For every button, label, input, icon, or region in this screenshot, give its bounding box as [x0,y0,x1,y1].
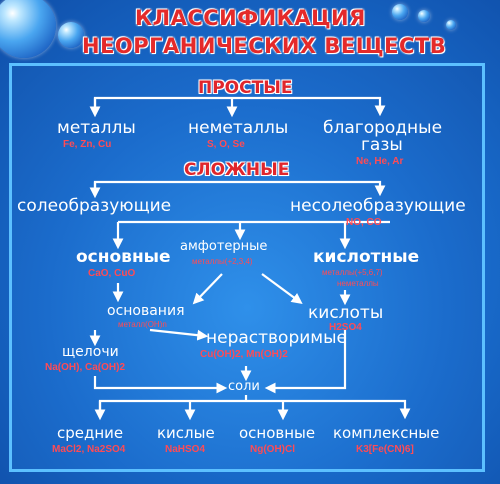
non-salt-forming-examples: NO, CO [346,217,382,228]
bubble-decoration-large [0,0,56,58]
salt-forming-label: солеобразующие [17,196,172,216]
acid-salts-label: кислые [157,424,215,442]
bubble-decoration [418,10,430,22]
nonmetals-label: неметаллы [188,118,289,138]
bases-note: металл(OH)n [118,320,167,329]
bases-label: основания [107,303,185,319]
acid-salts-examples: NaHSO4 [165,444,206,455]
title-line-2: НЕОРГАНИЧЕСКИХ ВЕЩЕСТВ [82,34,447,58]
bubble-decoration [446,20,456,30]
medium-salts-examples: MaCl2, Na2SO4 [52,444,126,455]
amphoteric-note: металлы(+2,3,4) [192,257,253,266]
basic-salts-label: основные [239,424,316,442]
arrow-acids-to-salts [264,330,347,394]
acids-label: кислоты [308,303,384,323]
arrow-amphoteric-to-acids [261,273,303,304]
medium-salts-label: средние [57,424,124,442]
bubble-decoration [58,22,84,48]
non-salt-forming-label: несолеобразующие [290,196,466,216]
arrow-complex-branch [93,180,386,197]
arrow-salts-branch [98,399,411,420]
metals-label: металлы [57,118,136,138]
salts-label: соли [228,379,260,394]
complex-salts-label: комплексные [333,424,440,442]
insoluble-label: нерастворимые [206,328,347,348]
arrow-simple-branch [93,96,386,117]
acidic-oxides-note-1: металлы(+5,6,7) [322,268,383,277]
alkalis-examples: Na(OH), Ca(OH)2 [45,362,126,373]
arrow-alkalis-to-salts [93,376,228,394]
basic-oxides-examples: CaO, CuO [88,268,136,279]
amphoteric-label: амфотерные [180,239,268,254]
arrow-bases-to-insoluble [149,328,209,341]
complex-heading: СЛОЖНЫЕ [184,160,290,180]
basic-salts-examples: Ng(OH)Cl [250,444,295,455]
basic-oxides-label: основные [76,247,171,267]
simple-heading: ПРОСТЫЕ [198,78,293,98]
complex-salts-examples: K3[Fe(CN)6] [356,444,414,455]
arrow-amphoteric-to-bases [192,273,223,305]
noble-gases-label-line2: газы [361,135,403,155]
title-line-1: КЛАССИФИКАЦИЯ [135,6,366,30]
insoluble-examples: Cu(OH)2, Mn(OH)2 [200,349,288,360]
noble-gases-examples: Ne, He, Ar [356,156,404,167]
bubble-decoration [392,4,408,20]
alkalis-label: щелочи [62,344,119,360]
acidic-oxides-note-2: неметаллы [337,279,379,288]
acids-examples: H2SO4 [329,322,362,333]
metals-examples: Fe, Zn, Cu [63,139,112,150]
noble-gases-label-line1: благородные [323,118,443,138]
acidic-oxides-label: кислотные [313,247,420,267]
nonmetals-examples: S, O, Se [207,139,245,150]
